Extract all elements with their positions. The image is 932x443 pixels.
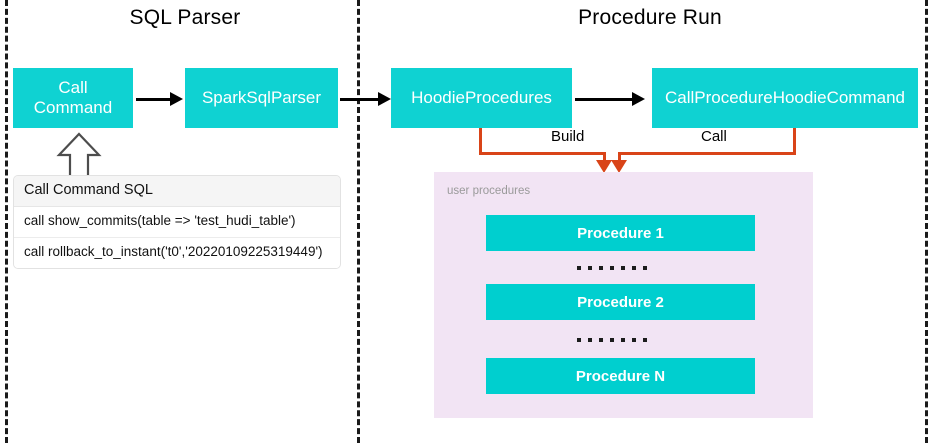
section-title-procedure-run: Procedure Run [578, 6, 722, 29]
arrow-hoodie-to-command-head [632, 92, 645, 106]
section-title-sql-parser: SQL Parser [129, 6, 241, 29]
node-call-command-line1: Call [58, 77, 88, 97]
arrow-hoodie-to-command-line [575, 98, 635, 101]
connector-call-drop [618, 152, 621, 165]
connector-build-drop [603, 152, 606, 165]
connector-call-label: Call [695, 128, 733, 145]
arrow-parser-to-hoodie-head [378, 92, 391, 106]
block-arrow-up-icon [56, 132, 102, 179]
sql-list-row-1[interactable]: call show_commits(table => 'test_hudi_ta… [14, 207, 340, 238]
call-command-sql-list: Call Command SQL call show_commits(table… [13, 175, 341, 269]
sql-list-header: Call Command SQL [14, 176, 340, 207]
connector-build-horizontal [479, 152, 606, 155]
connector-build-label: Build [545, 128, 591, 145]
divider-middle [357, 0, 360, 443]
node-spark-sql-parser[interactable]: SparkSqlParser [185, 68, 338, 128]
node-call-command[interactable]: Call Command [13, 68, 133, 128]
connector-call-vertical [793, 128, 796, 155]
connector-call-arrowhead [611, 160, 627, 173]
ellipsis-dots-2 [577, 338, 647, 342]
node-call-command-line2: Command [33, 98, 113, 117]
arrow-parser-to-hoodie-line [340, 98, 383, 101]
node-call-procedure-hoodie-command[interactable]: CallProcedureHoodieCommand [652, 68, 918, 128]
ellipsis-dots-1 [577, 266, 647, 270]
procedure-item-1[interactable]: Procedure 1 [486, 215, 755, 251]
user-procedures-panel-label: user procedures [447, 185, 531, 197]
divider-left [5, 0, 8, 443]
procedure-item-n[interactable]: Procedure N [486, 358, 755, 394]
connector-build-vertical [479, 128, 482, 155]
sql-list-row-2[interactable]: call rollback_to_instant('t0','202201092… [14, 238, 340, 268]
arrow-call-command-to-parser-line [136, 98, 172, 101]
connector-call-horizontal [618, 152, 796, 155]
node-hoodie-procedures[interactable]: HoodieProcedures [391, 68, 572, 128]
connector-build-arrowhead [596, 160, 612, 173]
divider-right [925, 0, 928, 443]
arrow-call-command-to-parser-head [170, 92, 183, 106]
procedure-item-2[interactable]: Procedure 2 [486, 284, 755, 320]
